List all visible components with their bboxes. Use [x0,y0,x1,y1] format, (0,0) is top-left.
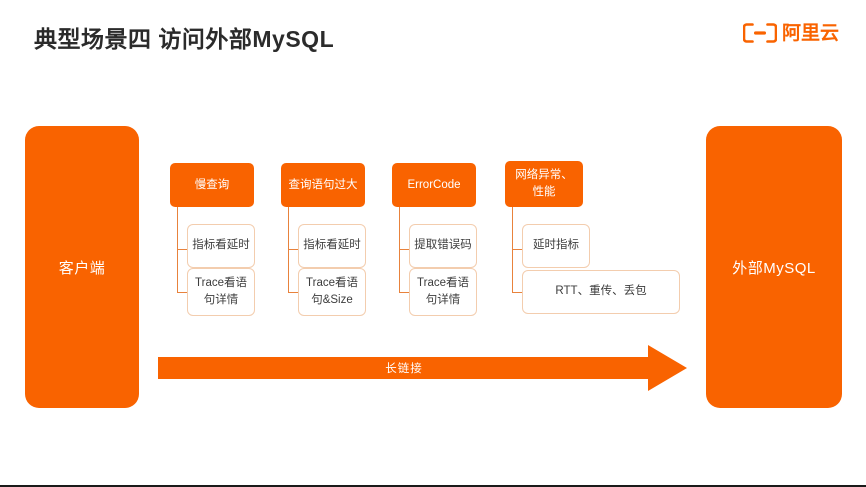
issue-leaf: 指标看延时 [187,224,255,268]
external-mysql-node-label: 外部MySQL [732,259,816,277]
issue-leaf: 提取错误码 [409,224,477,268]
page-title: 典型场景四 访问外部MySQL [34,26,335,52]
issue-leaf: RTT、重传、丢包 [522,270,680,314]
connector-branch [399,292,409,293]
alibaba-cloud-bracket-logo-icon [742,23,777,43]
issue-group-header: 慢查询 [170,163,254,207]
issue-leaf: 延时指标 [522,224,590,268]
external-mysql-node: 外部MySQL [706,126,842,408]
issue-leaf: Trace看语句详情 [187,268,255,316]
client-node: 客户端 [25,126,139,408]
issue-leaf: Trace看语句详情 [409,268,477,316]
connector-branch [177,249,187,250]
long-connection-arrow: 长链接 [158,342,688,394]
connector-branch [512,249,522,250]
client-node-label: 客户端 [58,259,106,277]
arrow-right-icon [158,345,687,391]
brand-name: 阿里云 [781,22,839,44]
connector-branch [288,249,298,250]
connector-branch [399,249,409,250]
connector-branch [177,292,187,293]
connector-branch [512,292,522,293]
issue-leaf: 指标看延时 [298,224,366,268]
issue-group-header: ErrorCode [392,163,476,207]
connector-branch [288,292,298,293]
issue-group-header: 网络异常、性能 [505,161,583,207]
issue-group-header: 查询语句过大 [281,163,365,207]
issue-leaf: Trace看语句&Size [298,268,366,316]
brand-logo: 阿里云 [742,22,839,44]
